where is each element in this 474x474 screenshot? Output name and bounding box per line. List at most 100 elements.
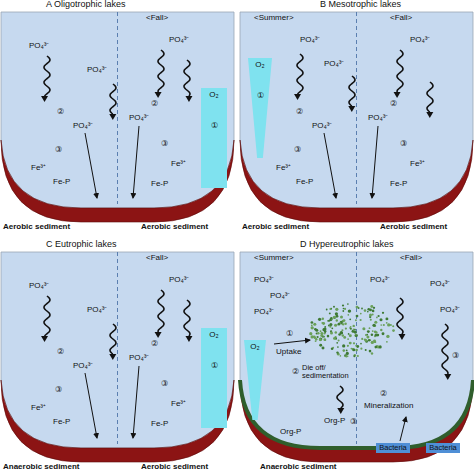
figure-label: Org-P [280,428,301,437]
oxygen-bar: O₂ [244,340,266,420]
algae-dot [379,318,382,321]
flux-arrow [372,126,378,198]
algae-dot [331,327,333,329]
algae-dot [365,349,367,351]
algae-dot [372,310,375,313]
flux-arrow [85,133,97,198]
figure-label: ② [151,100,158,109]
algae-dot [361,308,363,310]
figure-label: PO₄³⁻ [440,306,461,315]
algae-dot [349,318,351,320]
figure-label: Fe-P [53,178,70,187]
arrow-head [185,96,192,102]
algae-dot [353,342,355,344]
oxygen-fill [201,328,227,428]
wavy-arrow [337,386,343,408]
algae-dot [379,345,382,348]
oxygen-shape [248,58,272,158]
flux-arrow [133,126,139,198]
oxygen-bar: O₂① [248,58,272,158]
figure-label: Org-P [324,417,345,426]
figure-label: PO₄³⁻ [29,42,50,51]
node-text: Bacteria [429,444,457,452]
algae-dot [317,336,319,338]
algae-dot [329,312,331,314]
oxygen-shape [244,340,266,420]
algae-dot [333,337,336,340]
algae-dot [344,323,347,326]
oxygen-fill [248,58,272,158]
figure-label: PO₄³⁻ [73,362,94,371]
algae-dot [330,317,332,319]
algae-dot [319,338,322,341]
algae-dot [360,343,362,345]
wavy-arrow [184,60,190,96]
algae-dot [323,327,326,330]
figure-label: <Summer> [254,254,294,263]
figure-label: PO₄³⁻ [370,276,391,285]
algae-dot [350,326,352,328]
figure-label: A Oligotrophic lakes [46,0,126,10]
flux-arrow [85,373,97,438]
algae-dot [369,308,372,311]
algae-dot [366,334,368,336]
algae-dot [342,310,344,312]
algae-dot [344,354,347,357]
algae-dot [336,342,338,344]
arrow-head [41,96,48,102]
figure-label: B Mesotrophic lakes [320,0,401,10]
algae-dot [347,314,349,316]
algae-dot [338,333,341,336]
node-text: O₂ [201,331,227,340]
algae-dot [359,319,361,321]
bacteria-box: Bacteria [426,443,460,453]
figure-label: Aerobic sediment [3,223,70,232]
algae-dot [343,308,345,310]
algae-dot [340,355,342,357]
figure-label: ③ [161,380,168,389]
algae-dot [314,328,317,331]
algae-dot [372,330,374,332]
figure-label: ② [296,108,303,117]
algae-dot [392,329,395,332]
figure-label: ① [286,330,293,339]
algae-dot [356,315,359,318]
algae-dot [335,331,337,333]
figure-label: Anaerobic sediment [3,463,79,472]
algae-dot [354,331,357,334]
figure-label: Die off/ sedimentation [302,364,358,381]
algae-dot [353,355,355,357]
algae-dot [382,312,384,314]
algae-dot [341,332,343,334]
algae-dot [330,308,332,310]
algae-dot [372,324,375,327]
figure-label: ② [57,348,64,357]
algae-dot [336,351,338,353]
algae-dot [375,334,377,336]
algae-dot [322,317,324,319]
algae-dot [348,333,350,335]
algae-dot [386,341,388,343]
algae-dot [311,321,314,324]
figure-label: Fe-P [390,180,407,189]
algae-dot [319,337,322,340]
algae-dot [337,323,340,326]
season-divider [356,252,357,444]
algae-dot [333,338,335,340]
lake-water [240,12,473,208]
algae-dot [343,349,346,352]
algae-dot [380,329,382,331]
wavy-arrow [297,54,303,94]
oxygen-bar: O₂① [201,88,227,188]
algae-dot [345,355,347,357]
algae-dot [373,340,376,343]
figure-label: ③ [55,146,62,155]
figure-label: ③ [55,386,62,395]
algae-dot [346,352,349,355]
algae-dot [371,352,373,354]
algae-dot [336,319,338,321]
oxygen-fill [201,88,227,188]
arrow-head [41,336,48,342]
algae-dot [326,309,328,311]
algae-dot [375,345,378,348]
